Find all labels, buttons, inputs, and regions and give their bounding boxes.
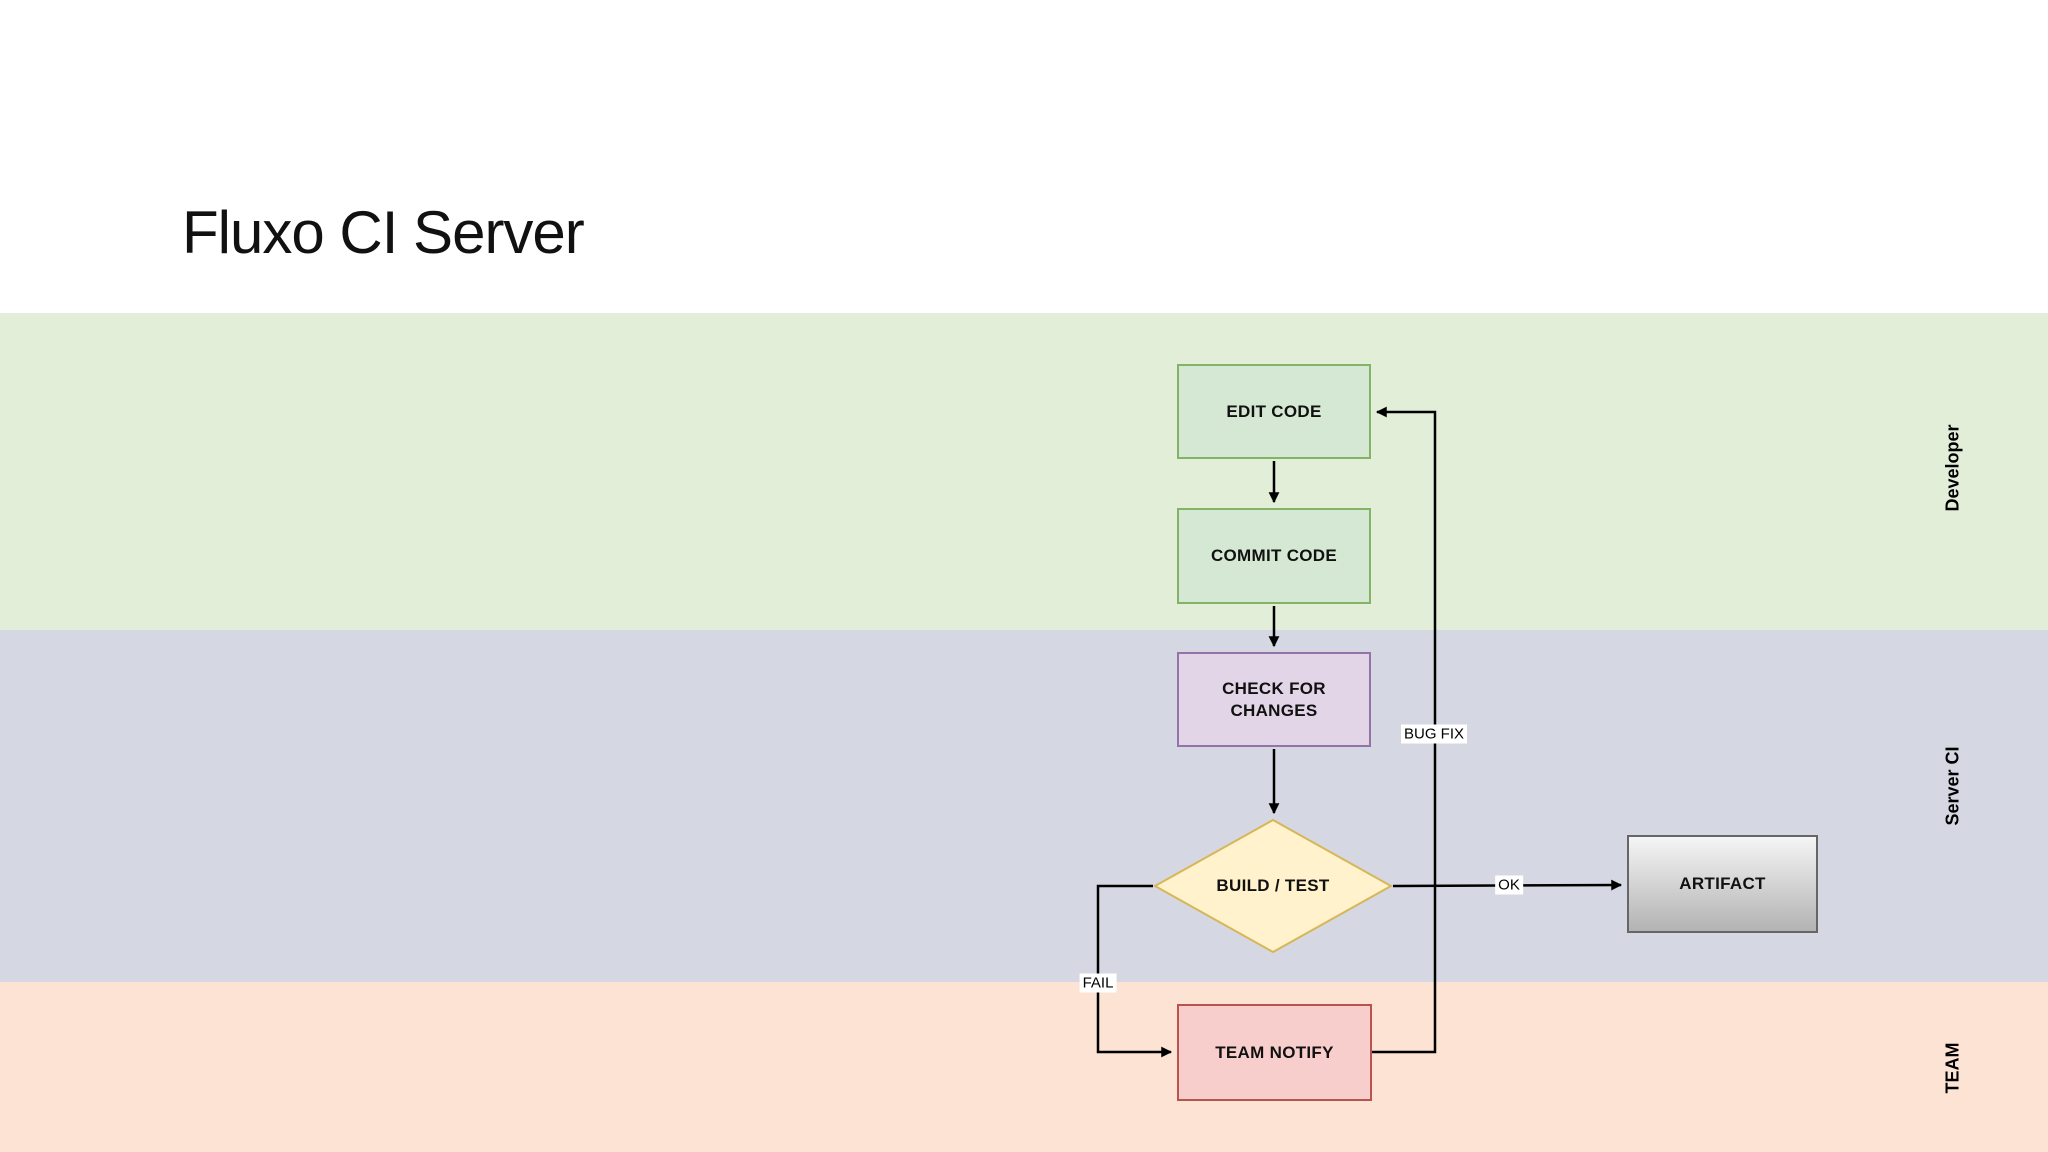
edge-label-fail: FAIL xyxy=(1079,973,1117,993)
node-artifact-label: ARTIFACT xyxy=(1679,874,1766,893)
lane-team xyxy=(0,982,2048,1152)
node-commit-code-label: COMMIT CODE xyxy=(1210,546,1338,565)
node-build-test-label: BUILD / TEST xyxy=(1216,876,1330,895)
lane-label-server-ci: Server CI xyxy=(1942,746,1963,826)
page-title: Fluxo CI Server xyxy=(182,199,585,266)
node-team-notify: TEAM NOTIFY xyxy=(1177,1004,1372,1101)
node-edit-code-label: EDIT CODE xyxy=(1226,401,1322,421)
node-team-notify-label: TEAM NOTIFY xyxy=(1215,1042,1334,1062)
node-check-for-changes-label: CHECK FOR CHANGES xyxy=(1222,679,1326,720)
node-check-for-changes: CHECK FOR CHANGES xyxy=(1177,652,1371,747)
lane-label-developer: Developer xyxy=(1942,424,1963,512)
node-commit-code: COMMIT CODE xyxy=(1177,508,1371,604)
node-edit-code: EDIT CODE xyxy=(1177,364,1371,459)
lane-developer xyxy=(0,313,2048,630)
node-artifact: ARTIFACT xyxy=(1627,835,1818,933)
lane-label-team: TEAM xyxy=(1942,1042,1963,1094)
diamond-shape xyxy=(1153,819,1393,953)
node-build-test: BUILD / TEST xyxy=(1153,819,1393,953)
edge-label-ok: OK xyxy=(1495,875,1523,895)
edge-label-bug-fix: BUG FIX xyxy=(1400,724,1468,744)
